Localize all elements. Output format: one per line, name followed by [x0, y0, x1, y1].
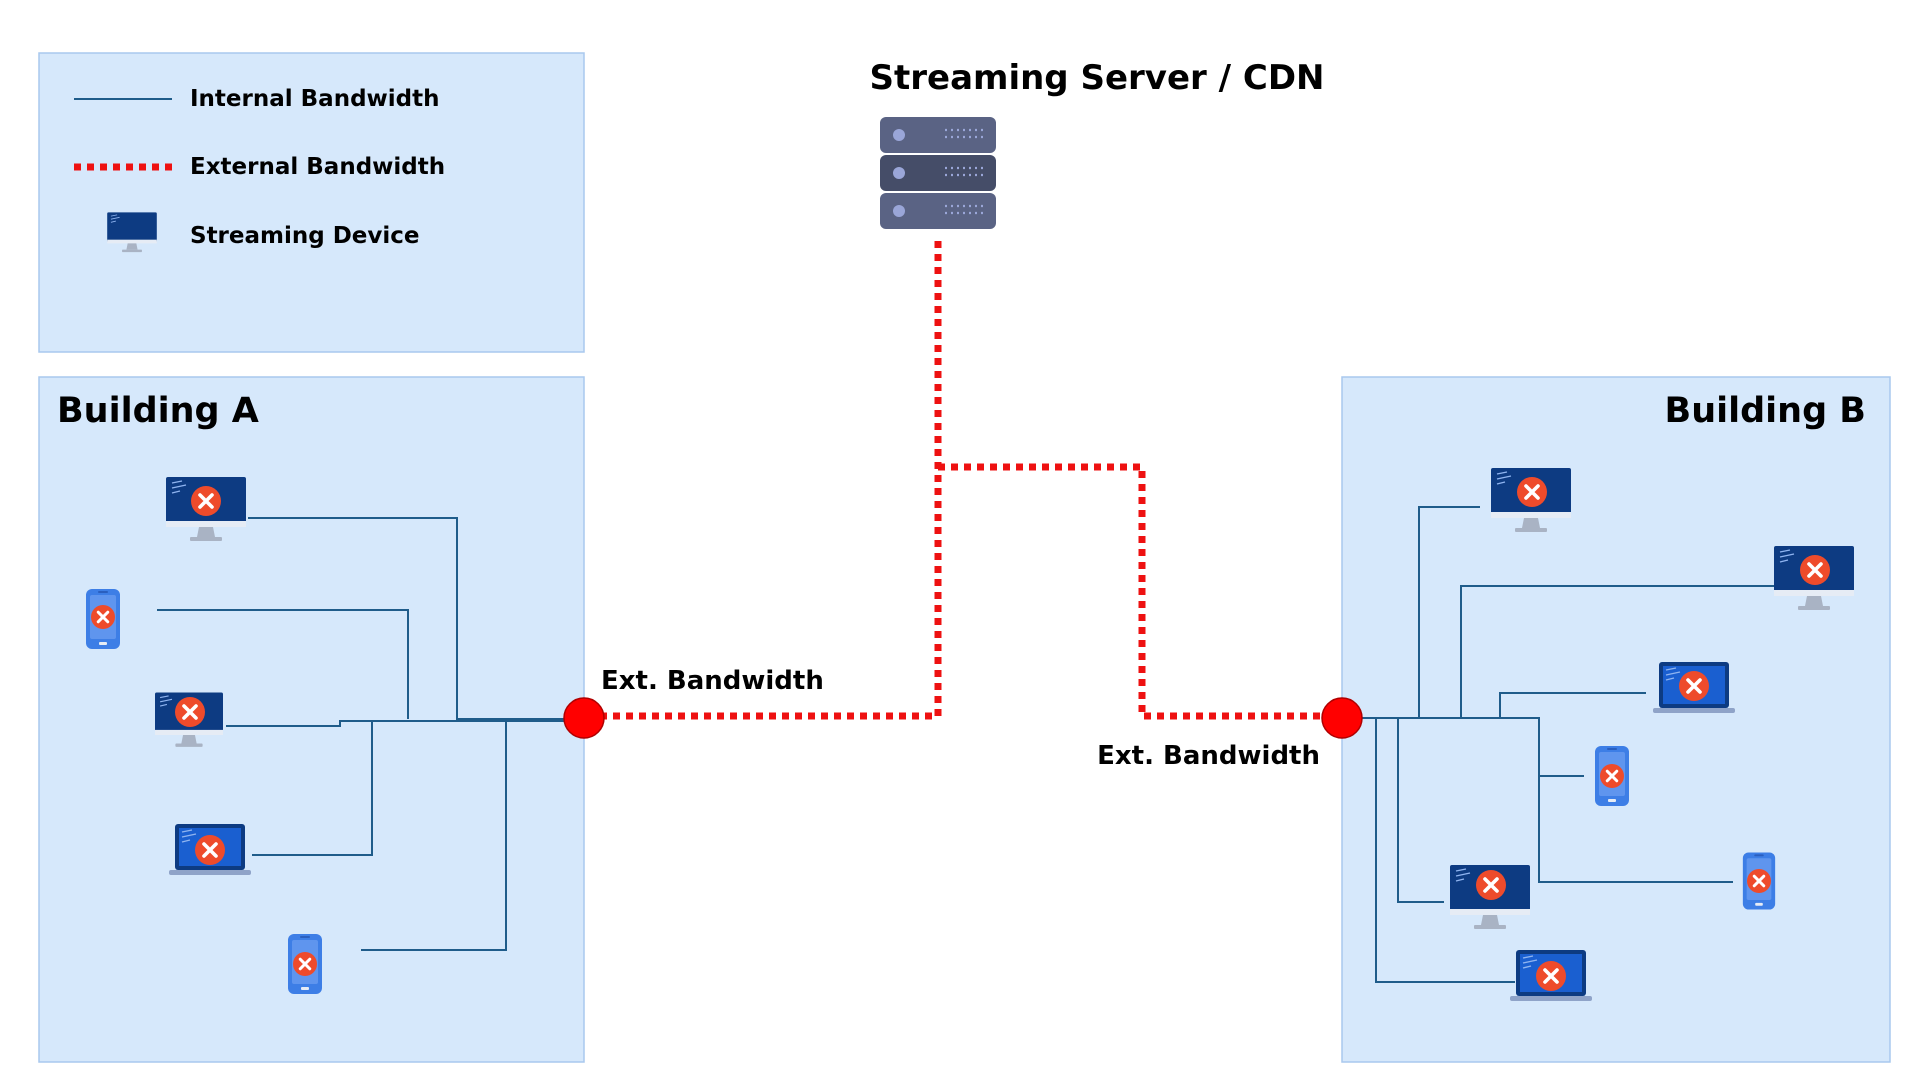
- legend: Internal Bandwidth External Bandwidth St…: [38, 52, 585, 353]
- phone-icon: [288, 934, 322, 994]
- error-x-icon: [173, 695, 207, 729]
- error-x-icon: [89, 603, 117, 631]
- external-link-b: [938, 463, 1322, 720]
- error-x-icon: [1798, 553, 1832, 587]
- server-icon: [880, 117, 996, 229]
- error-x-icon: [1515, 475, 1549, 509]
- legend-external-label: External Bandwidth: [190, 154, 445, 180]
- building-a-wires: [157, 517, 584, 951]
- laptop-icon: [1509, 949, 1593, 1002]
- laptop-icon: [168, 823, 252, 876]
- external-links: Ext. Bandwidth Ext. Bandwidth: [563, 241, 1363, 771]
- error-x-icon: [291, 950, 319, 978]
- legend-panel: [38, 52, 585, 353]
- legend-device-label: Streaming Device: [190, 223, 420, 249]
- error-x-icon: [1598, 762, 1626, 790]
- phone-icon: [1595, 746, 1629, 806]
- building-a: Building A: [38, 376, 585, 1063]
- building-a-gateway-node: [563, 697, 605, 739]
- link-a-label: Ext. Bandwidth: [601, 666, 824, 696]
- error-x-icon: [189, 484, 223, 518]
- error-x-icon: [1534, 959, 1568, 993]
- building-b: Building B: [1341, 376, 1891, 1063]
- legend-internal-label: Internal Bandwidth: [190, 86, 440, 112]
- error-x-icon: [1745, 867, 1773, 895]
- phone-icon: [86, 589, 120, 649]
- laptop-icon: [1652, 661, 1736, 714]
- link-b-label: Ext. Bandwidth: [1097, 741, 1320, 771]
- phone-icon: [1742, 852, 1776, 910]
- building-b-panel: [1341, 376, 1891, 1063]
- error-x-icon: [1677, 669, 1711, 703]
- external-link-a: [604, 241, 942, 720]
- server-title: Streaming Server / CDN: [870, 58, 1325, 98]
- error-x-icon: [193, 833, 227, 867]
- building-b-gateway-node: [1321, 697, 1363, 739]
- building-b-title: Building B: [1665, 391, 1866, 431]
- building-a-title: Building A: [57, 391, 259, 431]
- error-x-icon: [1474, 868, 1508, 902]
- streaming-server: Streaming Server / CDN: [870, 58, 1325, 229]
